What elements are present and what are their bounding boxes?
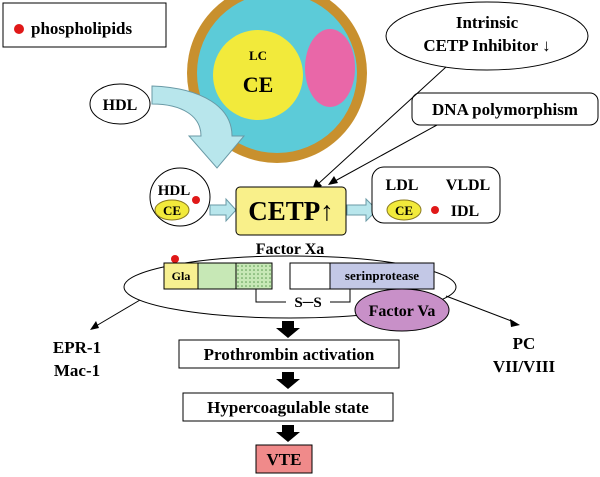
legend-label: phospholipids (31, 19, 133, 38)
idl-label: IDL (451, 203, 479, 220)
bridge-right-line (330, 289, 351, 303)
prothrombin-activation-label: Prothrombin activation (204, 345, 375, 364)
donor-phospholipid-dot-icon (192, 196, 200, 204)
cetp-to-acceptor-arrow (346, 197, 378, 223)
dna-polymorphism-label: DNA polymorphism (432, 100, 578, 119)
serinprotease-domain (329, 262, 435, 290)
serinprotease-label: serinprotease (345, 268, 419, 283)
dna-polymorphism-box (411, 92, 599, 126)
vte-label: VTE (267, 450, 302, 469)
phospholipids-legend: phospholipids (2, 2, 167, 48)
legend-box (2, 2, 167, 48)
egf1-domain (197, 262, 237, 290)
gla-label: Gla (172, 269, 191, 283)
hdl-donor-label: HDL (158, 183, 191, 199)
disulfide-bridge-label: S─S (294, 295, 321, 311)
hdl-uptake-arrow (151, 85, 246, 169)
hypercoagulable-state-label: Hypercoagulable state (207, 398, 369, 417)
left-targets-line2: Mac-1 (54, 361, 100, 380)
cetp-label: CETP↑ (248, 196, 334, 226)
to-left-targets-line (95, 299, 141, 327)
right-targets-line1: PC (513, 334, 536, 353)
left-targets-arrowhead-icon (90, 321, 99, 330)
gla-domain (163, 262, 199, 290)
egf2-domain (235, 262, 273, 290)
bridge-left-line (255, 289, 286, 303)
intrinsic-inhibitor-ellipse (385, 1, 589, 71)
acceptor-ce-badge (386, 199, 422, 221)
down-arrow-2-icon (276, 372, 300, 389)
cetp-box (235, 186, 347, 236)
factor-va-label: Factor Va (369, 303, 436, 320)
ldl-label: LDL (386, 177, 419, 194)
inhibitor-line1: Intrinsic (456, 13, 519, 32)
ce-core (213, 30, 303, 120)
prothrombin-activation-box (178, 339, 400, 369)
factor-va-ellipse (354, 288, 450, 332)
inhibitor-line2: CETP Inhibitor ↓ (423, 36, 550, 55)
activation-peptide-domain (289, 262, 331, 290)
hdl-source-ellipse (89, 83, 151, 125)
gla-phospholipid-dot-icon (171, 255, 179, 263)
polymorphism-to-cetp-line (334, 124, 438, 182)
inhibitor-to-cetp-line (317, 66, 447, 185)
polymorphism-arrowhead-icon (328, 176, 338, 185)
lipoprotein-particle: LC CE (187, 0, 367, 163)
donor-to-cetp-arrow (209, 197, 237, 223)
to-right-targets-line (445, 295, 515, 323)
ce-label: CE (243, 72, 274, 97)
right-targets-arrowhead-icon (510, 319, 520, 327)
vte-box (255, 444, 313, 474)
lc-label: LC (249, 48, 267, 63)
hdl-source-label: HDL (103, 97, 138, 114)
factor-xa-title: Factor Xa (256, 241, 325, 258)
down-arrow-3-icon (276, 425, 300, 442)
donor-ce-badge (154, 199, 190, 221)
hypercoagulable-state-box (182, 392, 394, 422)
left-targets-line1: EPR-1 (53, 338, 101, 357)
acceptor-ce-label: CE (395, 203, 413, 218)
acceptor-phospholipid-dot-icon (431, 206, 439, 214)
vldl-label: VLDL (446, 177, 490, 194)
down-arrow-1-icon (276, 321, 300, 338)
pink-domain (305, 29, 355, 107)
phospholipid-dot-icon (14, 24, 24, 34)
right-targets-line2: VII/VIII (493, 357, 556, 376)
donor-ce-label: CE (163, 203, 181, 218)
